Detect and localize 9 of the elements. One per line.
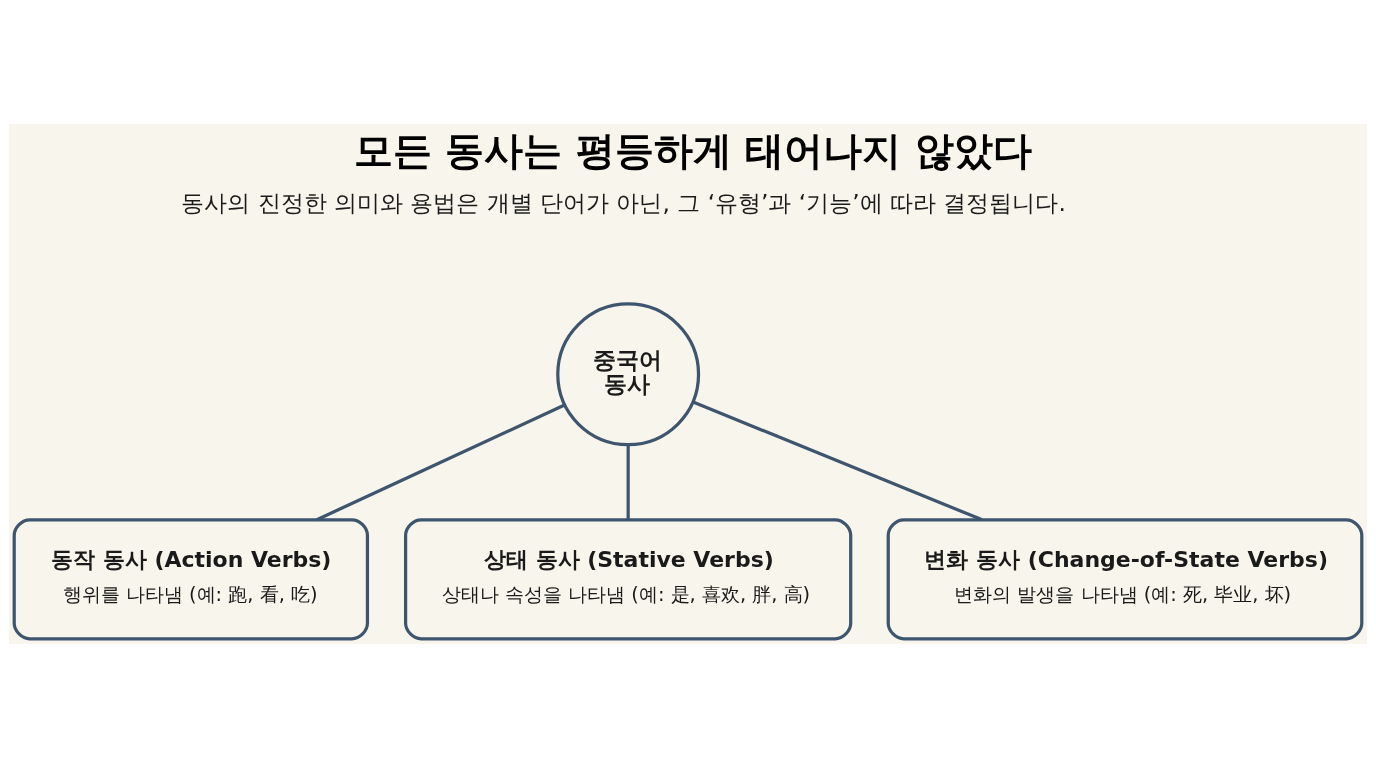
label: 동사의 진정한 의미와 용법은 개별 단어가 아닌, 그 ‘유형’과 ‘기능’에 따라 결정됩니다.	[181, 189, 1066, 217]
node-box: 동작 동사 (Action Verbs) 행위를 나타냄 (예: 跑, 看, 吃)	[12, 518, 370, 641]
connector	[692, 400, 983, 522]
node-circle: 중국어 동사	[556, 302, 701, 447]
node-box: 변화 동사 (Change-of-State Verbs) 변화의 발생을 나타냄 (예: 死, 毕业, 坏)	[886, 518, 1364, 641]
connector	[316, 403, 566, 522]
connector	[626, 445, 630, 520]
diagram-title: 모든 동사는 평등하게 태어나지 않았다	[353, 128, 1032, 174]
node-box: 상태 동사 (Stative Verbs) 상태나 속성을 나타냄 (예: 是, 喜欢, 胖, 高)	[404, 518, 853, 641]
